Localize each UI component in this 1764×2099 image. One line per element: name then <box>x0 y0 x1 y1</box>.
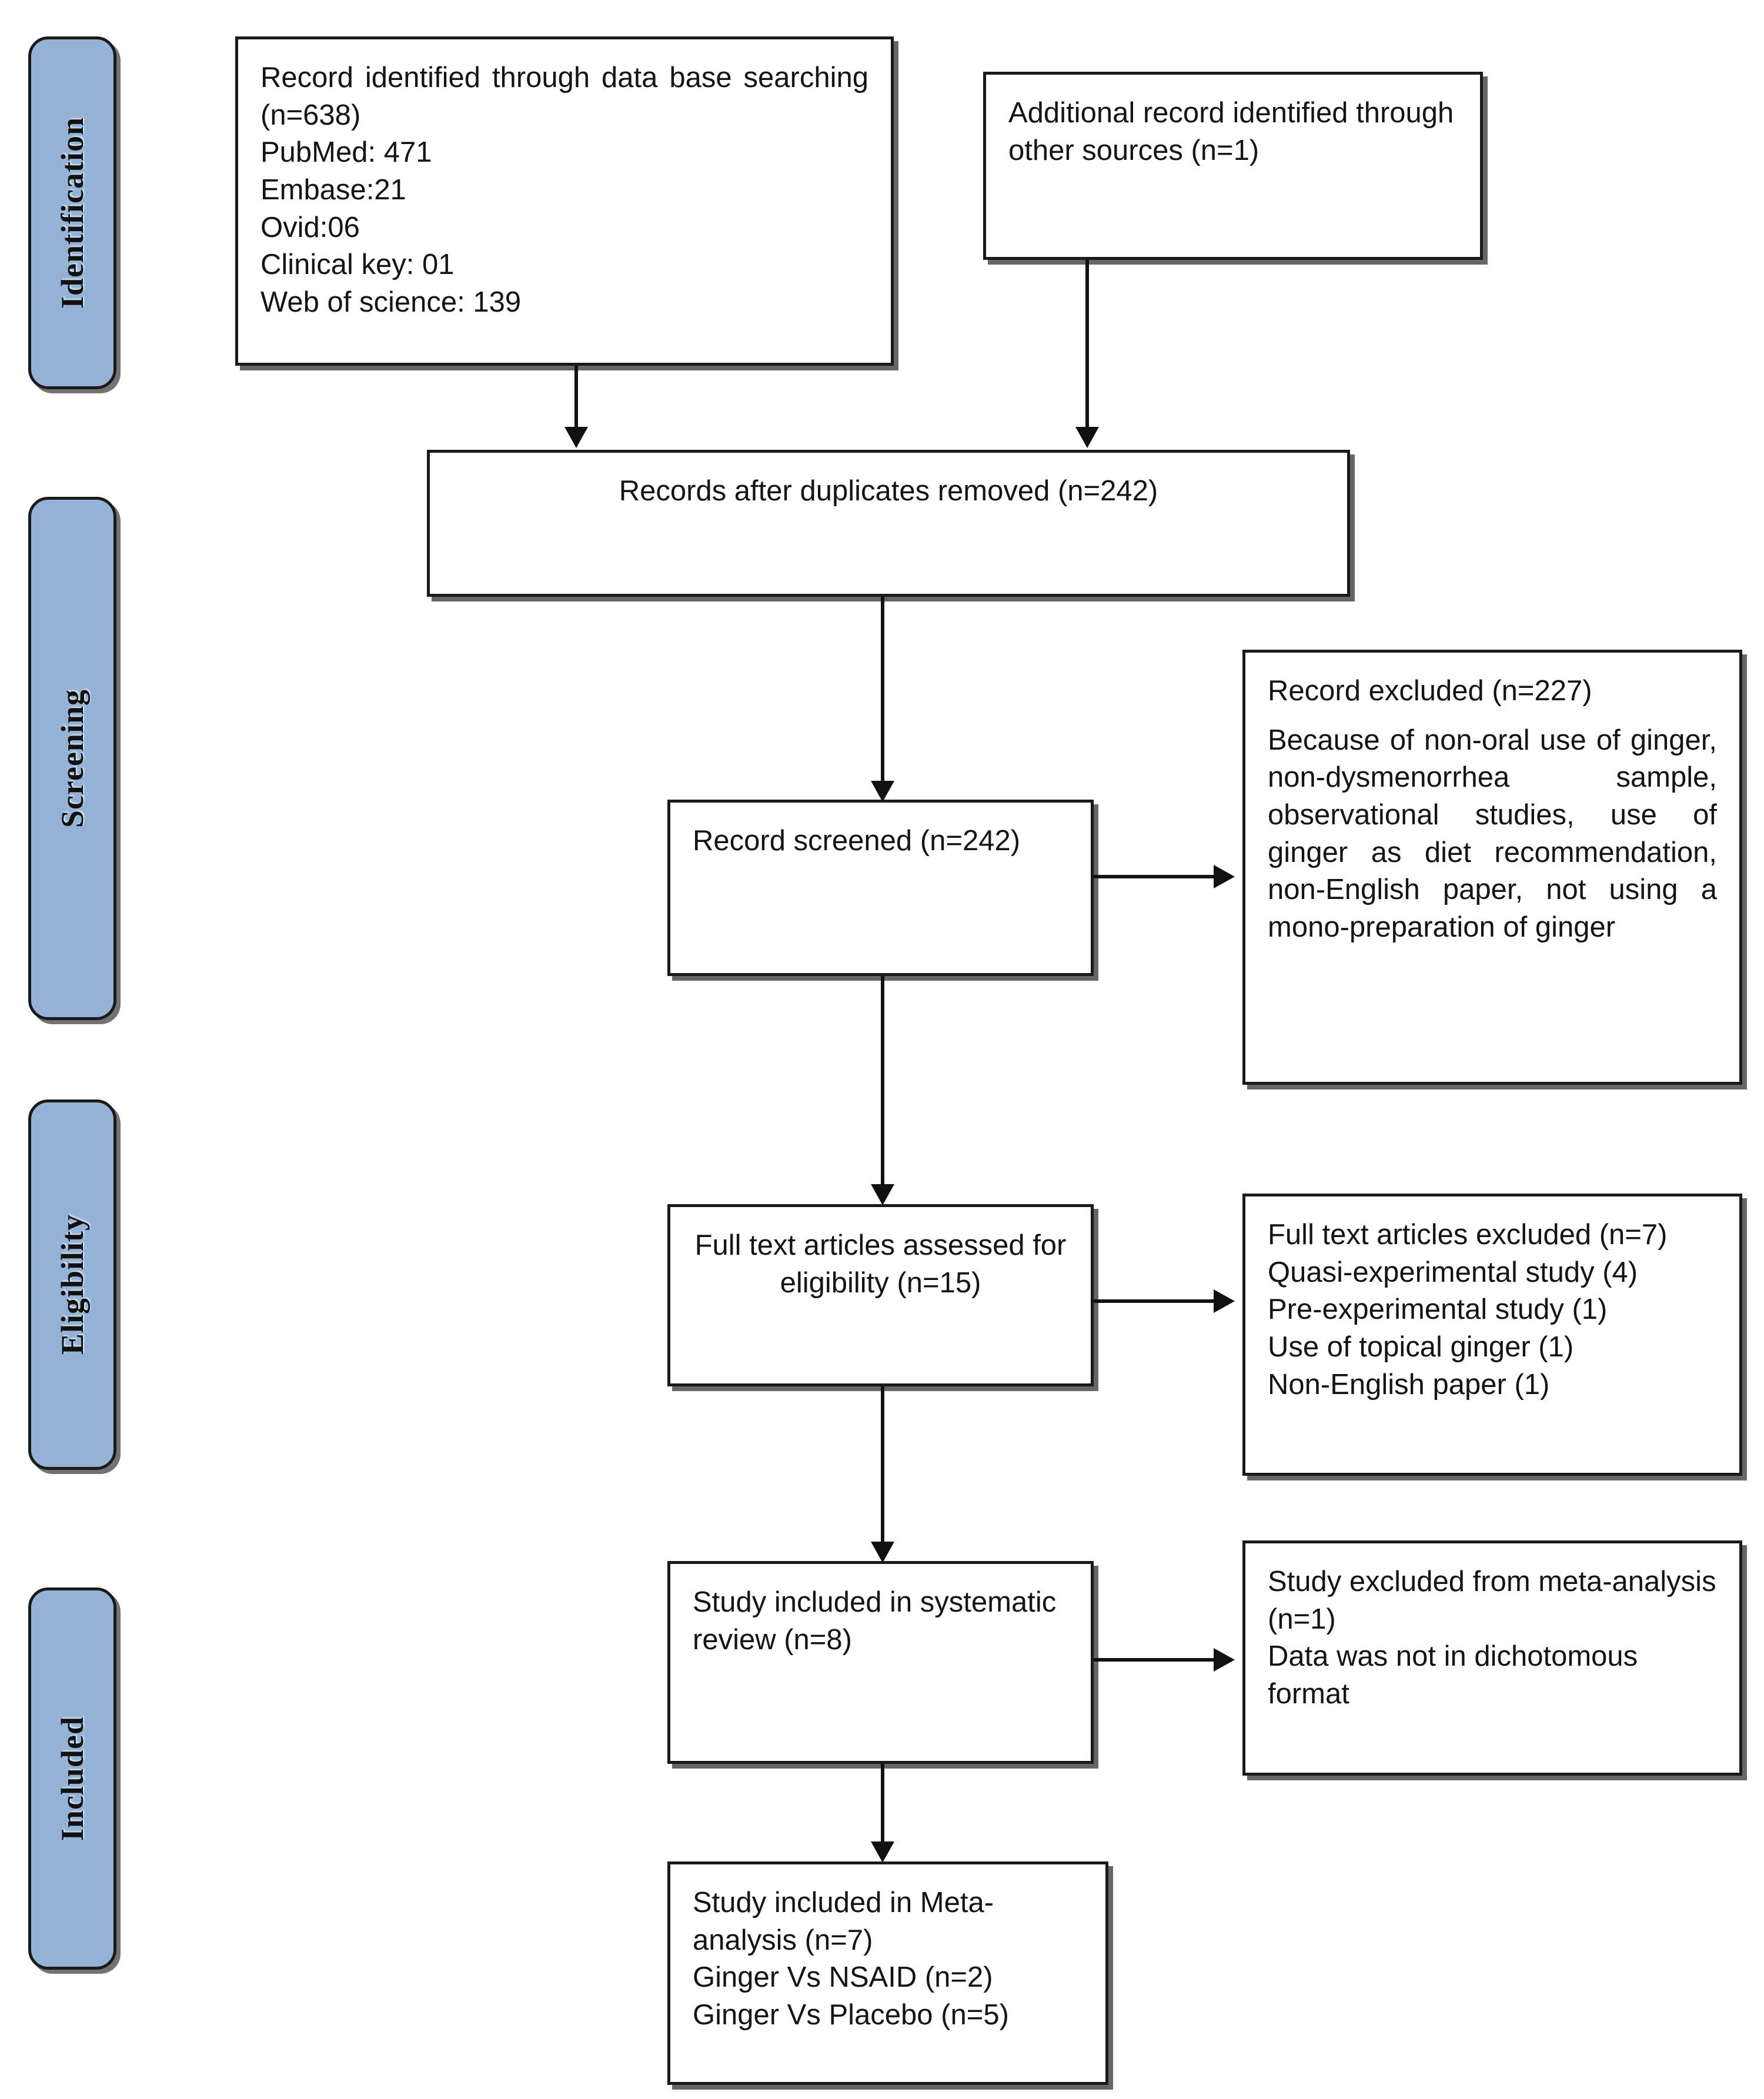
box-fulltext-assessed-line-1: Full text articles assessed for eligibil… <box>694 1229 1075 1299</box>
box-identification-other-sources: Additional record identified through oth… <box>983 72 1483 260</box>
connector-systematic-to-excluded-meta <box>1094 1658 1217 1662</box>
stage-label-eligibility: Eligibility <box>55 1214 90 1355</box>
box-identification-database-line-1: Record identified through data base sear… <box>260 62 877 131</box>
stage-label-identification: Identification <box>55 116 90 309</box>
box-excluded-from-meta-line-1: Study excluded from meta-analysis (n=1) <box>1268 1566 1725 1635</box>
box-duplicates-removed: Records after duplicates removed (n=242) <box>427 450 1350 597</box>
box-fulltext-assessed: Full text articles assessed for eligibil… <box>667 1204 1094 1386</box>
arrowhead-systematic-to-meta <box>871 1841 894 1863</box>
box-fulltext-excluded-line-2: Quasi-experimental study (4) <box>1268 1256 1638 1288</box>
stage-bar-eligibility: Eligibility <box>28 1099 116 1470</box>
stage-bar-included: Included <box>28 1587 116 1970</box>
box-identification-database-line-2: PubMed: 471 <box>260 136 432 169</box>
arrowhead-db-to-duplicates <box>564 427 588 448</box>
connector-db-to-duplicates <box>574 366 578 430</box>
box-identification-other-sources-line-1: Additional record identified through oth… <box>1008 97 1462 166</box>
connector-systematic-to-meta <box>881 1764 884 1846</box>
box-meta-analysis-line-1: Study included in Meta-analysis (n=7) <box>693 1887 994 1956</box>
connector-screened-to-excluded <box>1094 875 1217 878</box>
box-meta-analysis-line-2: Ginger Vs NSAID (n=2) <box>693 1961 993 1994</box>
box-identification-database-line-5: Clinical key: 01 <box>260 249 455 281</box>
connector-duplicates-to-screened <box>881 597 884 785</box>
arrowhead-duplicates-to-screened <box>871 781 894 802</box>
arrowhead-fulltext-to-systematic <box>871 1542 894 1563</box>
box-systematic-review: Study included in systematic review (n=8… <box>667 1561 1094 1764</box>
arrowhead-other-to-duplicates <box>1075 427 1099 448</box>
box-identification-database: Record identified through data base sear… <box>235 36 894 366</box>
arrowhead-screened-to-fulltext <box>871 1184 894 1205</box>
box-records-excluded-line-2: Because of non-oral use of ginger, non-d… <box>1268 724 1725 944</box>
box-records-excluded-line-1: Record excluded (n=227) <box>1268 675 1592 707</box>
arrowhead-screened-to-excluded <box>1214 865 1235 888</box>
box-excluded-from-meta-line-2: Data was not in dichotomous format <box>1268 1640 1646 1710</box>
connector-other-to-duplicates <box>1085 260 1089 430</box>
box-fulltext-excluded-line-3: Pre-experimental study (1) <box>1268 1294 1608 1326</box>
box-identification-database-line-4: Ovid:06 <box>260 211 360 243</box>
connector-screened-to-fulltext <box>881 976 884 1188</box>
stage-label-screening: Screening <box>55 689 90 828</box>
connector-fulltext-to-excluded <box>1094 1299 1217 1303</box>
box-records-excluded: Record excluded (n=227) Because of non-o… <box>1242 650 1742 1085</box>
box-records-screened-line-1: Record screened (n=242) <box>693 825 1021 857</box>
arrowhead-fulltext-to-excluded <box>1214 1289 1235 1313</box>
arrowhead-systematic-to-excluded-meta <box>1214 1648 1235 1672</box>
box-fulltext-excluded-line-1: Full text articles excluded (n=7) <box>1268 1219 1668 1251</box>
stage-label-included: Included <box>55 1716 90 1841</box>
box-fulltext-excluded: Full text articles excluded (n=7) Quasi-… <box>1242 1194 1742 1476</box>
box-records-screened: Record screened (n=242) <box>667 800 1094 976</box>
box-fulltext-excluded-line-5: Non-English paper (1) <box>1268 1368 1550 1401</box>
box-systematic-review-line-1: Study included in systematic review (n=8… <box>693 1586 1064 1656</box>
box-fulltext-excluded-line-4: Use of topical ginger (1) <box>1268 1331 1574 1363</box>
box-meta-analysis: Study included in Meta-analysis (n=7) Gi… <box>667 1861 1108 2085</box>
box-duplicates-removed-line-1: Records after duplicates removed (n=242) <box>619 475 1158 507</box>
connector-fulltext-to-systematic <box>881 1386 884 1545</box>
box-identification-database-line-3: Embase:21 <box>260 174 406 206</box>
stage-bar-identification: Identification <box>28 36 116 389</box>
stage-bar-screening: Screening <box>28 497 116 1020</box>
box-excluded-from-meta: Study excluded from meta-analysis (n=1) … <box>1242 1540 1742 1776</box>
box-meta-analysis-line-3: Ginger Vs Placebo (n=5) <box>693 1999 1009 2031</box>
box-identification-database-line-6: Web of science: 139 <box>260 286 522 319</box>
